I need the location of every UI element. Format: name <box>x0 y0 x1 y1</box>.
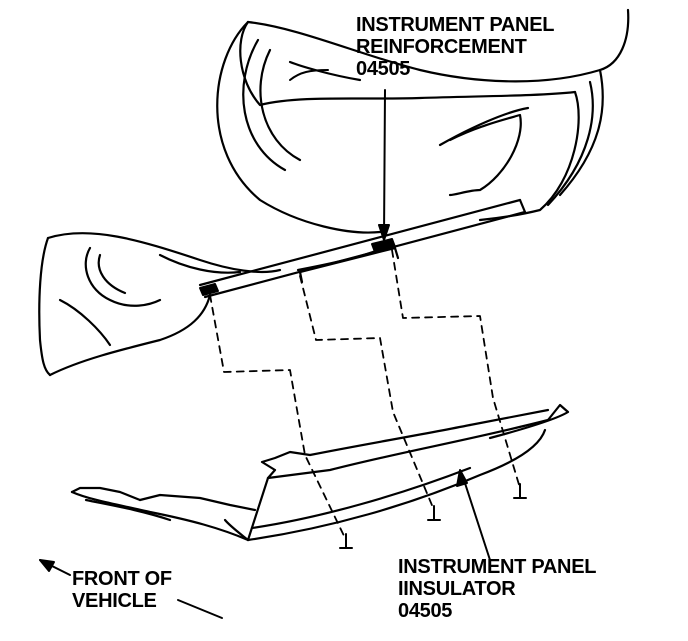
front-arrow-icon <box>39 559 223 619</box>
insulator-label-line1: INSTRUMENT PANEL <box>398 556 597 578</box>
insulator-panel <box>70 403 570 542</box>
insulator-label: INSTRUMENT PANEL IINSULATOR 04505 <box>398 556 596 622</box>
reinforcement-label-line3: 04505 <box>356 58 411 80</box>
dashboard-outline <box>38 8 630 377</box>
mounting-tab-marks <box>199 238 396 296</box>
push-pin-fasteners <box>339 483 527 549</box>
insulator-label-line3: 04505 <box>398 600 453 622</box>
reinforcement-label: INSTRUMENT PANEL REINFORCEMENT 04505 <box>356 14 554 80</box>
front-label-line1: FRONT OF <box>72 568 172 590</box>
fastener-alignment-lines <box>209 249 521 541</box>
insulator-label-line2: IINSULATOR <box>398 578 516 600</box>
leader-lines <box>289 69 491 561</box>
reinforcement-label-line2: REINFORCEMENT <box>356 36 527 58</box>
front-label-line2: VEHICLE <box>72 590 157 612</box>
front-of-vehicle-label: FRONT OF VEHICLE <box>72 568 172 612</box>
reinforcement-label-line1: INSTRUMENT PANEL <box>356 14 555 36</box>
